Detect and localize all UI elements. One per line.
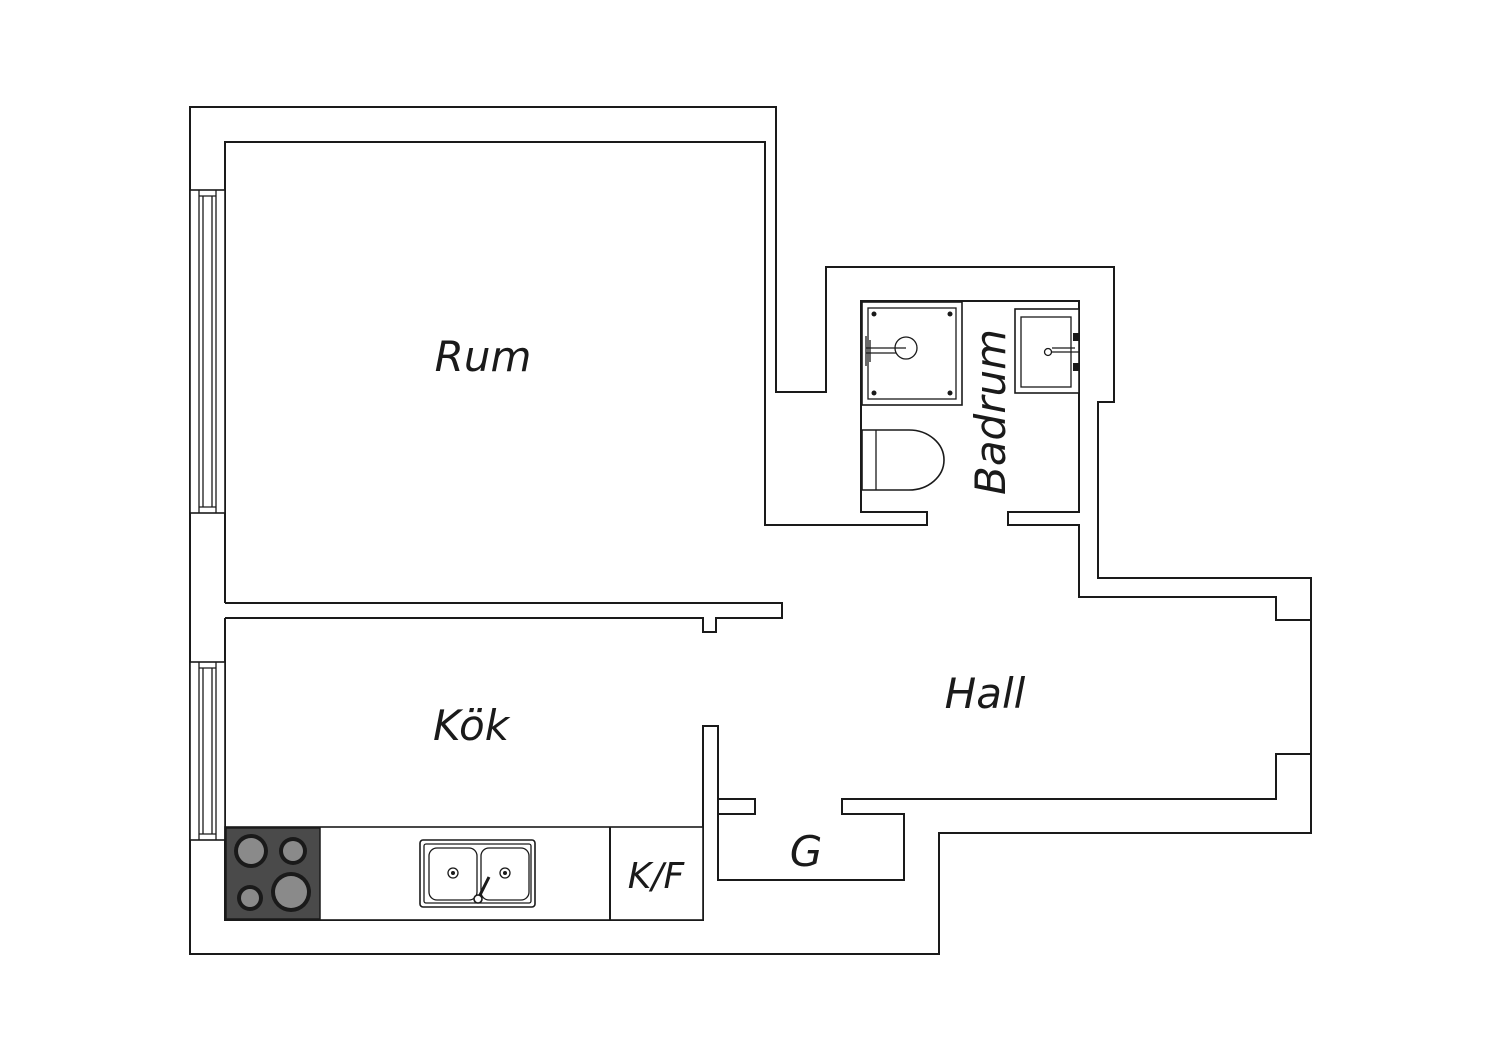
room-label-hall: Hall — [945, 669, 1026, 718]
toilet-icon — [861, 429, 945, 491]
room-label-rum: Rum — [435, 332, 532, 381]
shower-icon — [861, 301, 963, 406]
label-kyl-frys: K/F — [628, 856, 686, 897]
bathroom-sink-icon — [1014, 308, 1080, 394]
kitchen-sink-icon — [419, 839, 536, 908]
outer-wall-outline — [189, 106, 1312, 955]
stove-icon — [225, 827, 321, 920]
room-label-kok: Kök — [433, 701, 511, 750]
window-kok — [189, 661, 226, 841]
rum-interior — [224, 141, 1311, 621]
partition-rum-kok — [225, 602, 783, 633]
room-label-garderob: G — [790, 827, 823, 876]
window-rum — [189, 189, 226, 514]
hall-door-jamb — [718, 798, 756, 815]
room-label-badrum: Badrum — [966, 329, 1015, 495]
